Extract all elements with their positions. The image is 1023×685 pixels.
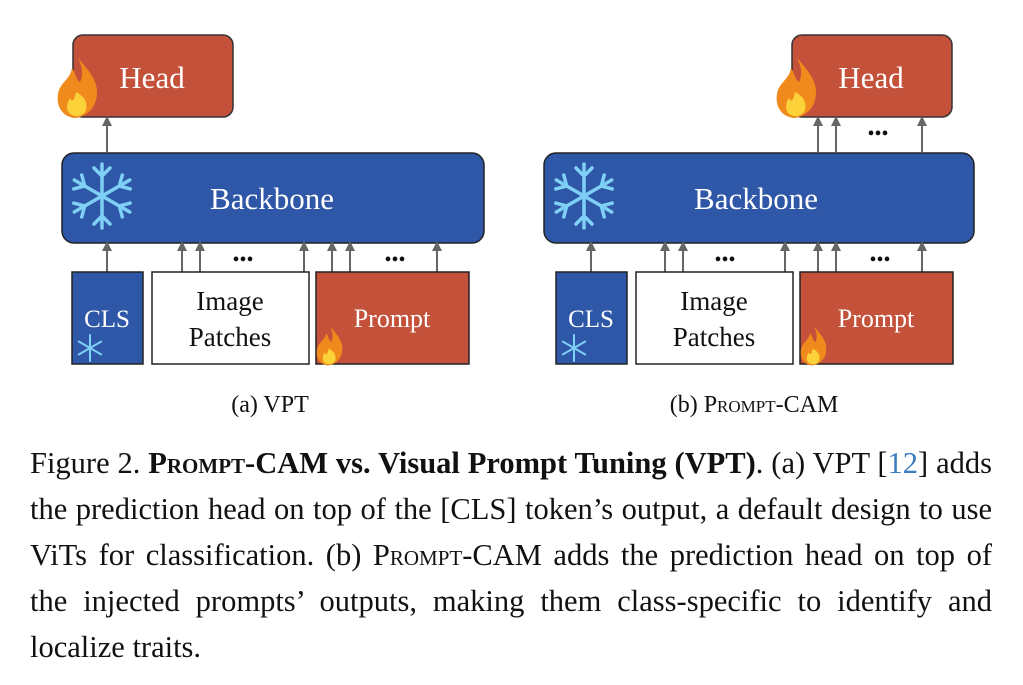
ellipsis: •••	[232, 249, 253, 271]
cls-label: CLS	[568, 306, 614, 333]
flame-icon	[776, 58, 817, 118]
comparison-diagram: Head Backbone ••• ••• CLS	[57, 34, 975, 418]
figure-caption: Figure 2. Prompt-CAM vs. Visual Prompt T…	[30, 440, 992, 670]
backbone-box	[543, 152, 975, 244]
backbone-box	[61, 152, 485, 244]
snowflake-icon	[554, 162, 614, 230]
ellipsis: •••	[867, 123, 888, 145]
image-patches-box	[151, 271, 310, 365]
prompt-label: Prompt	[354, 304, 431, 333]
prompt-label: Prompt	[838, 304, 915, 333]
ellipsis: •••	[384, 249, 405, 271]
snowflake-icon	[72, 162, 132, 230]
snowflake-icon	[561, 334, 587, 362]
caption-text: -CAM adds the prediction head on top of …	[30, 538, 992, 664]
patches-line2: Patches	[189, 322, 271, 352]
cls-token-box	[555, 271, 628, 365]
flame-icon	[316, 326, 343, 366]
caption-text: . (a) VPT [	[755, 446, 888, 480]
caption-text: ] adds the prediction head on top of the…	[30, 446, 992, 572]
cls-label: CLS	[84, 306, 130, 333]
citation-link[interactable]: 12	[887, 446, 919, 480]
backbone-label: Backbone	[210, 181, 334, 216]
panel-caption: (a) VPT	[231, 392, 309, 418]
backbone-label: Backbone	[694, 181, 818, 216]
figure-title: Prompt-CAM vs. Visual Prompt Tuning (VPT…	[148, 446, 756, 480]
snowflake-icon	[77, 334, 103, 362]
input-arrows	[102, 241, 442, 272]
panel-vpt: Head Backbone ••• ••• CLS	[57, 34, 485, 418]
figure-label: Figure 2.	[30, 446, 149, 480]
flame-icon	[57, 58, 98, 118]
patches-line1: Image	[680, 286, 747, 316]
input-arrows	[586, 241, 927, 272]
patches-line2: Patches	[673, 322, 755, 352]
output-arrows	[813, 116, 927, 152]
patches-line1: Image	[196, 286, 263, 316]
ellipsis: •••	[714, 249, 735, 271]
head-label: Head	[119, 60, 185, 95]
method-name: Prompt	[372, 538, 463, 572]
image-patches-box	[635, 271, 794, 365]
panel-prompt-cam: Head ••• Backbone •••	[543, 34, 975, 418]
panel-caption: (b) Prompt-CAM	[670, 392, 839, 418]
cls-token-box	[71, 271, 144, 365]
head-label: Head	[838, 60, 904, 95]
flame-icon	[800, 326, 827, 366]
ellipsis: •••	[869, 249, 890, 271]
